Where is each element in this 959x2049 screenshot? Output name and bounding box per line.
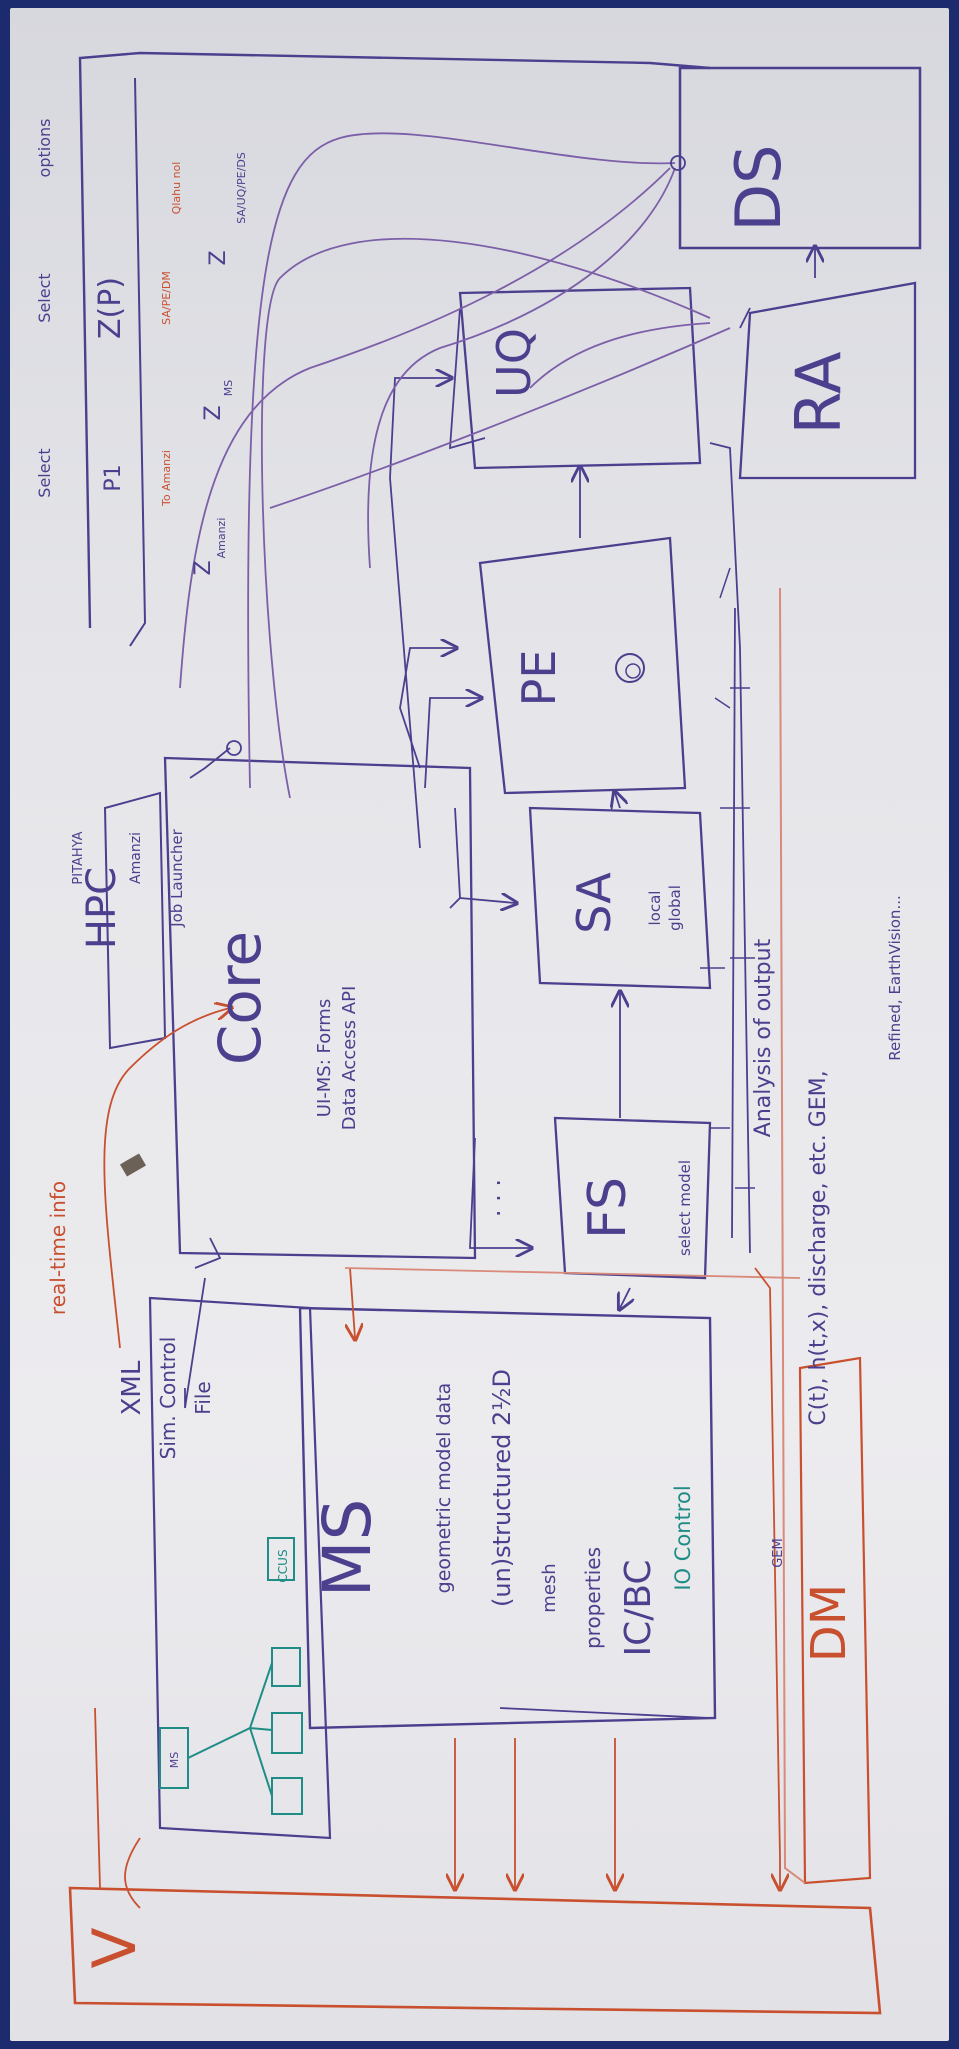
v-box [70,1888,880,2013]
ccus-root: MS [168,1752,181,1768]
ms-label: MS [309,1499,386,1598]
core-label: Core [206,931,274,1065]
xml-line1: XML [117,1360,147,1415]
z-ms-label: Z [201,405,226,420]
job-launcher-label: Job Launcher [168,828,186,927]
ms-line4: properties [581,1547,605,1649]
ds-label: DS [722,144,795,231]
z-top-label: Z [206,250,231,265]
zp-label: Z(P) [93,277,128,339]
architecture-diagram: DS RA UQ PE SA local global FS select mo… [10,8,949,2041]
z-top-sub: SA/UQ/PE/DS [235,152,248,224]
qlahu-label: Qlahu nol [170,162,183,215]
dm-data-label: C(t), h(t,x), discharge, etc. GEM, [806,1070,831,1425]
ms-line6: IO Control [671,1485,695,1590]
p1-label: P1 [101,464,126,491]
xml-line2: Sim. Control [156,1337,180,1460]
ms-line3: mesh [539,1563,560,1612]
sa-pe-dm-label: SA/PE/DM [160,271,173,325]
to-amanzi-label: To Amanzi [160,450,173,507]
ds-box [680,68,920,248]
z-ms-sub: MS [222,380,235,396]
sa-sub-local: local [646,891,664,926]
refined-label: Refined, EarthVision... [886,895,904,1061]
dm-label: DM [801,1584,857,1662]
ccus-label: CCUS [276,1549,290,1582]
dm-tag: GEM [771,1538,786,1568]
core-api-line1: UI-MS: Forms [314,999,335,1117]
marker-stub-icon [120,1153,146,1176]
sa-label: SA [567,872,621,934]
core-api-line2: Data Access API [339,986,360,1131]
z-amanzi-label: Z [191,560,216,575]
select-p1-label: Select [35,448,54,497]
whiteboard: DS RA UQ PE SA local global FS select mo… [10,8,949,2041]
hpc-sub1: PITAHYA [71,831,86,884]
pe-label: PE [512,650,566,707]
sa-sub-global: global [666,885,684,931]
xml-line3: File [191,1381,215,1414]
uq-label: UQ [487,328,541,398]
hpc-sub2: Amanzi [128,832,144,884]
options-label: options [35,119,54,178]
select-p-label: Select [35,273,54,322]
ms-line5: IC/BC [618,1559,659,1656]
fs-sub: select model [676,1160,694,1256]
v-label: V [80,1927,150,1968]
z-amanzi-sub: Amanzi [215,518,228,559]
dots-label: . . . [478,1179,506,1217]
fs-label: FS [578,1177,638,1239]
ra-label: RA [782,352,855,435]
ms-line2: (un)structured 2½D [488,1369,516,1607]
realtime-label: real-time info [46,1181,70,1315]
ms-line1: geometric model data [433,1383,455,1594]
pe-box [480,538,685,793]
analysis-label: Analysis of output [751,938,776,1137]
